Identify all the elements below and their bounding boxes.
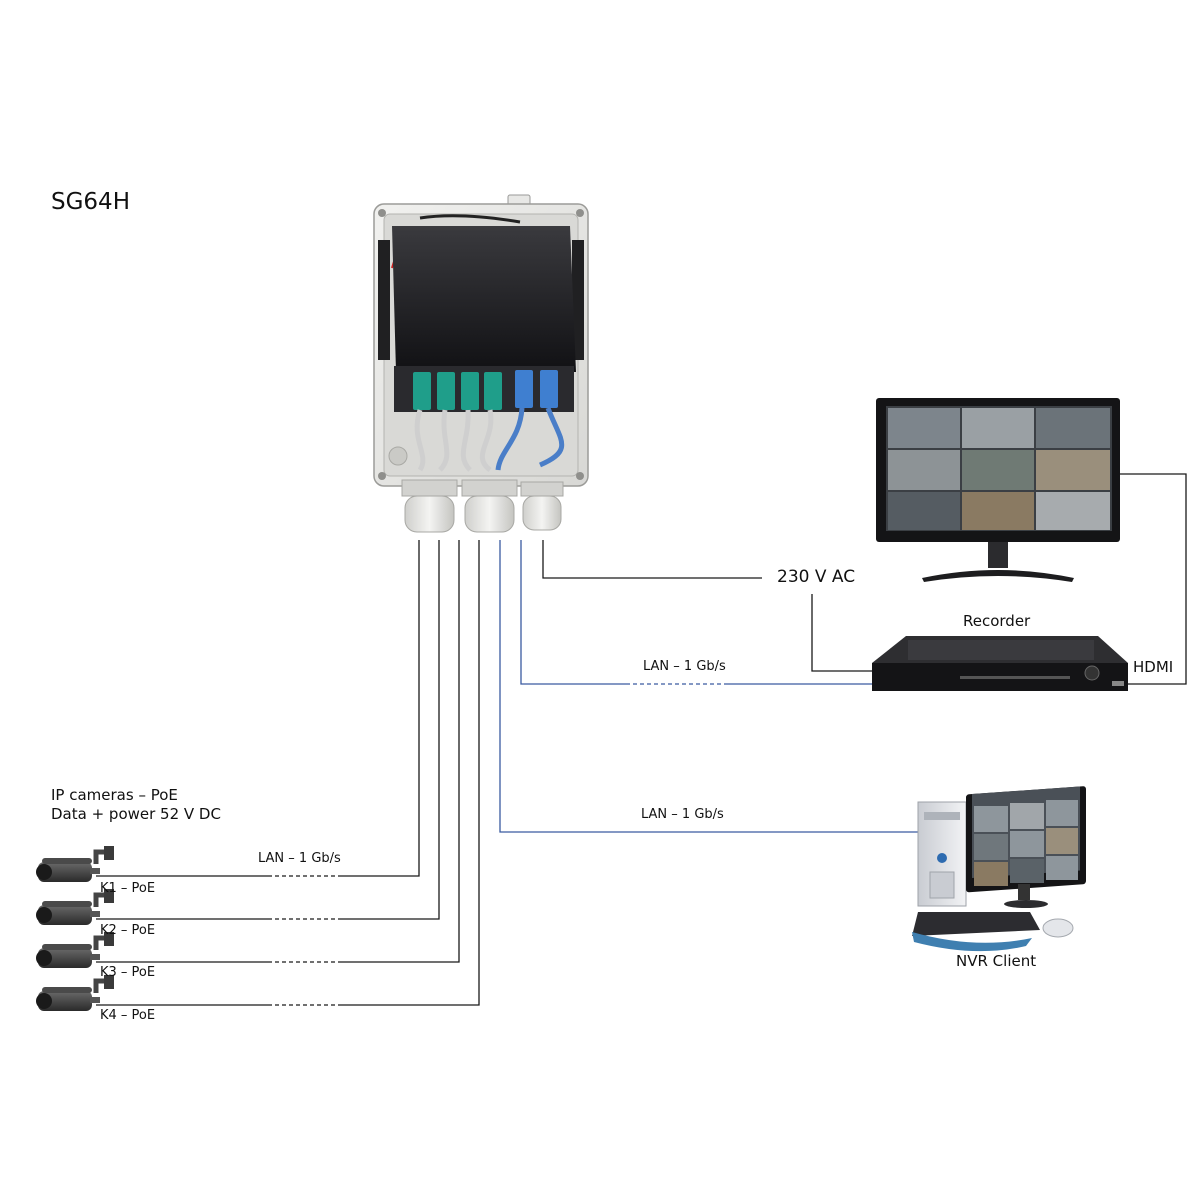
monitor-icon xyxy=(876,398,1120,582)
lan-label-client: LAN – 1 Gb/s xyxy=(641,807,724,822)
hdmi-label: HDMI xyxy=(1133,658,1174,676)
camera-k2-icon xyxy=(36,889,114,925)
wire-k4 xyxy=(96,540,480,1006)
cable-glands xyxy=(401,479,564,533)
wiring xyxy=(96,473,1187,1006)
diagram-title: SG64H xyxy=(51,189,130,215)
camera-k3-icon xyxy=(36,932,114,968)
uplink-plugs xyxy=(515,370,558,408)
lan-label-recorder: LAN – 1 Gb/s xyxy=(643,659,726,674)
camera-k2-label: K2 – PoE xyxy=(100,923,156,938)
wire-power-recorder xyxy=(811,594,874,672)
nvr-client-label: NVR Client xyxy=(956,952,1037,970)
camera-k1-icon xyxy=(36,846,114,882)
nvr-client-icon xyxy=(912,786,1086,952)
wire-k2 xyxy=(96,540,440,920)
wire-lan-client xyxy=(499,540,918,833)
cable-break-marks xyxy=(268,682,728,1007)
camera-k4-label: K4 – PoE xyxy=(100,1008,156,1023)
power-label: 230 V AC xyxy=(777,567,856,587)
poe-plugs xyxy=(413,372,502,410)
lan-label-cameras: LAN – 1 Gb/s xyxy=(258,851,341,866)
camera-k1-label: K1 – PoE xyxy=(100,881,156,896)
camera-k3-label: K3 – PoE xyxy=(100,965,156,980)
wire-k1 xyxy=(96,540,420,877)
recorder-icon xyxy=(872,636,1128,691)
wire-hdmi xyxy=(1120,473,1187,685)
camera-k4-icon xyxy=(36,975,114,1011)
wire-lan-recorder xyxy=(520,540,874,685)
sg64h-enclosure xyxy=(373,194,589,533)
camera-group-subtitle: Data + power 52 V DC xyxy=(51,805,221,823)
wire-power-in xyxy=(542,540,762,579)
camera-group-title: IP cameras – PoE xyxy=(51,786,178,804)
wire-k3 xyxy=(96,540,460,963)
recorder-label: Recorder xyxy=(963,612,1031,630)
